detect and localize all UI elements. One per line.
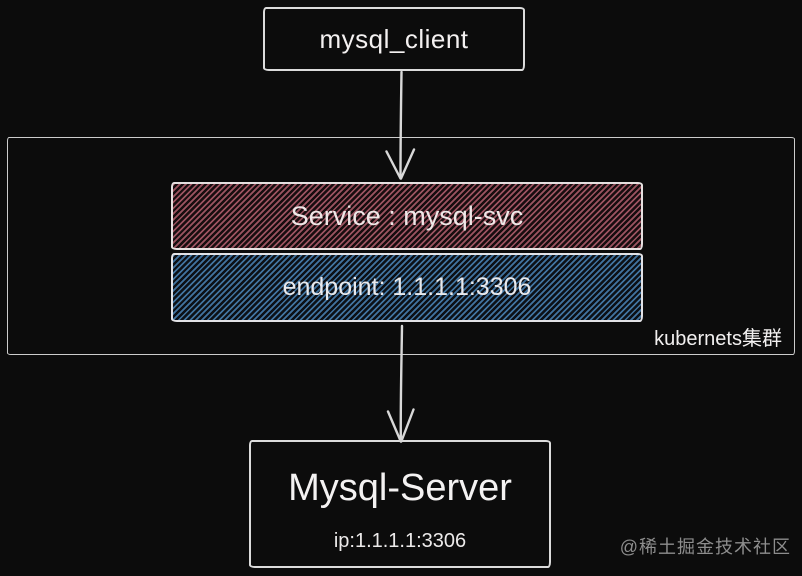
mysql-client-node: mysql_client [263, 7, 525, 71]
mysql-server-label: Mysql-Server [288, 467, 512, 509]
service-node: Service : mysql-svc [171, 182, 643, 250]
arrow-head [386, 408, 415, 443]
mysql-server-node: Mysql-Server ip:1.1.1.1:3306 [249, 440, 551, 568]
endpoint-label: endpoint: 1.1.1.1:3306 [282, 273, 532, 301]
mysql-server-ip: ip:1.1.1.1:3306 [333, 530, 467, 552]
watermark: @稀土掘金技术社区 [619, 537, 791, 557]
endpoint-node: endpoint: 1.1.1.1:3306 [171, 253, 643, 322]
kubernetes-cluster-label: kubernets集群 [654, 328, 782, 350]
service-label: Service : mysql-svc [290, 200, 524, 231]
mysql-client-label: mysql_client [319, 23, 469, 54]
